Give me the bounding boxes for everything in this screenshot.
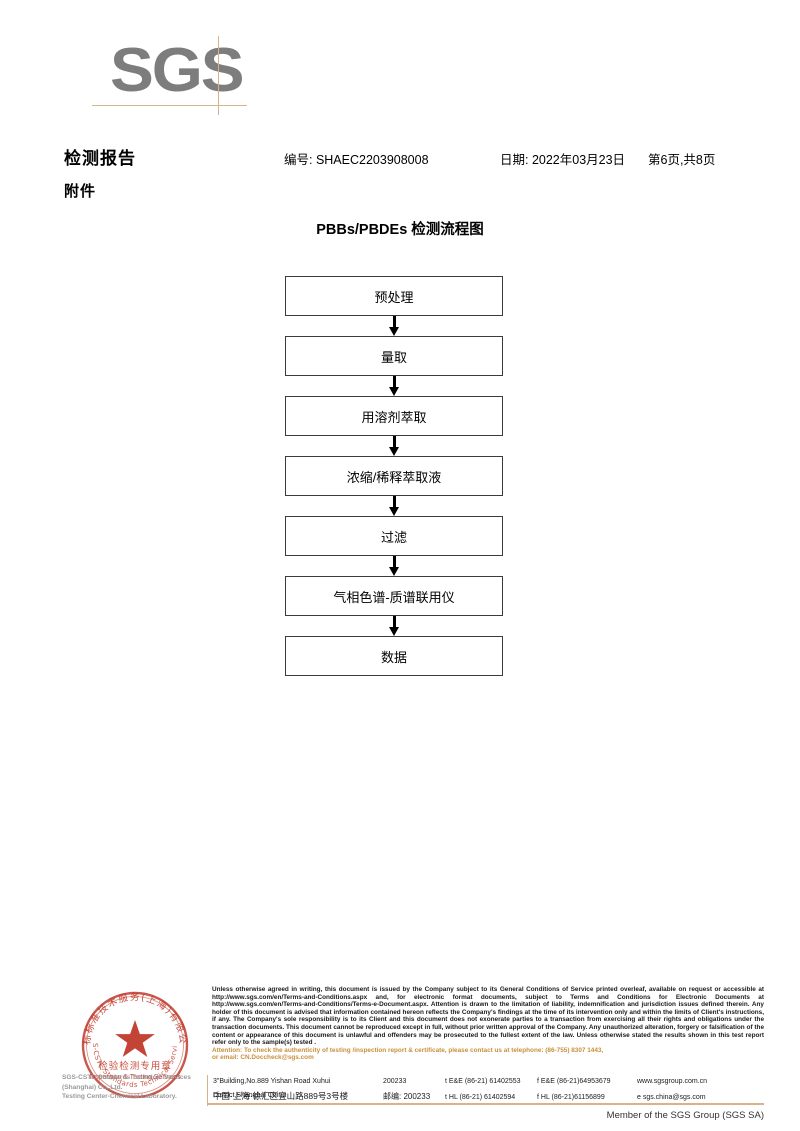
legal-disclaimer: Unless otherwise agreed in writing, this… [212,986,764,1062]
fax-ee: f E&E (86-21)64953679 [537,1078,611,1085]
website: www.sgsgroup.com.cn [637,1078,708,1085]
flow-arrow-down-icon [285,436,503,456]
address-street-cn: 中国·上海·徐汇区宜山路889号3号楼 [213,1091,349,1101]
flow-node-label: 气相色谱-质谱联用仪 [333,589,455,605]
company-seal-stamp: 通标标准技术服务(上海)有限公司 SGS-CSTC Standards Tech… [69,976,196,1106]
flow-node-concentrate-dilute: 浓缩/稀释萃取液 [285,456,503,496]
address-street-en: 3"Building,No.889 Yishan Road Xuhui Dist… [213,1078,331,1099]
seal-caption: SGS-CSTC Standards Technical Services (S… [62,1073,210,1102]
svg-text:Inspection & Testing Services: Inspection & Testing Services [89,1074,181,1081]
page-title: 检测报告 [64,149,136,168]
attention-notice: Attention: To check the authenticity of … [212,1047,764,1062]
flow-arrow-down-icon [285,316,503,336]
flow-node-label: 过滤 [380,529,407,545]
flow-node-filtration: 过滤 [285,516,503,556]
flow-node-solvent-extraction: 用溶剂萃取 [285,396,503,436]
sgs-logo-text: SGS [110,36,245,105]
address-row-en: 3"Building,No.889 Yishan Road Xuhui Dist… [213,1075,765,1099]
flowchart-title: PBBs/PBDEs 检测流程图 [316,222,484,238]
logo-vertical-rule [218,36,219,115]
address-zip-cn: 邮编: 200233 [383,1092,431,1101]
telephone-ee: t E&E (86-21) 61402553 [445,1078,521,1085]
flow-node-pretreatment: 预处理 [285,276,503,316]
flow-arrow-down-icon [285,376,503,396]
flow-node-label: 浓缩/稀释萃取液 [346,469,442,485]
flow-arrow-down-icon [285,556,503,576]
svg-text:检验检测专用章: 检验检测专用章 [98,1060,172,1072]
sgs-logo: SGS [110,38,245,110]
address-row-cn: 中国·上海·徐汇区宜山路889号3号楼 邮编: 200233 t HL (86-… [213,1089,765,1103]
flow-node-label: 数据 [380,649,407,665]
flow-arrow-down-icon [285,616,503,636]
flow-arrow-down-icon [285,496,503,516]
fax-hl: f HL (86-21)61156899 [537,1094,605,1101]
flow-node-data: 数据 [285,636,503,676]
flow-node-gcms: 气相色谱-质谱联用仪 [285,576,503,616]
attention-line-2: or email: CN.Doccheck@sgs.com [212,1054,314,1062]
page-subtitle: 附件 [64,183,97,200]
attention-line-1: Attention: To check the authenticity of … [212,1046,604,1054]
telephone-hl: t HL (86-21) 61402594 [445,1094,516,1101]
flow-node-weighing: 量取 [285,336,503,376]
seal-caption-line1: SGS-CSTC Standards Technical Services (S… [62,1074,191,1091]
address-zip-en: 200233 [383,1078,407,1085]
report-number: 编号: SHAEC2203908008 [284,153,429,167]
flow-node-label: 量取 [380,349,407,365]
footer-horizontal-rule [207,1103,764,1105]
sgs-group-member-note: Member of the SGS Group (SGS SA) [606,1110,764,1121]
page-indicator: 第6页,共8页 [648,153,716,167]
flow-node-label: 用溶剂萃取 [361,409,427,425]
address-block: 3"Building,No.889 Yishan Road Xuhui Dist… [213,1075,765,1103]
footer-vertical-divider [207,1075,208,1106]
legal-disclaimer-text: Unless otherwise agreed in writing, this… [212,986,764,1047]
flow-node-label: 预处理 [374,289,414,305]
report-date: 日期: 2022年03月23日 [500,153,626,167]
email-address: e sgs.china@sgs.com [637,1094,706,1101]
logo-horizontal-rule [92,105,247,106]
seal-caption-line2: Testing Center-Chemical Laboratory. [62,1093,177,1100]
flowchart: 预处理 量取 用溶剂萃取 浓缩/稀释萃取液 过滤 气相色谱-质谱联用仪 数据 [285,276,503,676]
